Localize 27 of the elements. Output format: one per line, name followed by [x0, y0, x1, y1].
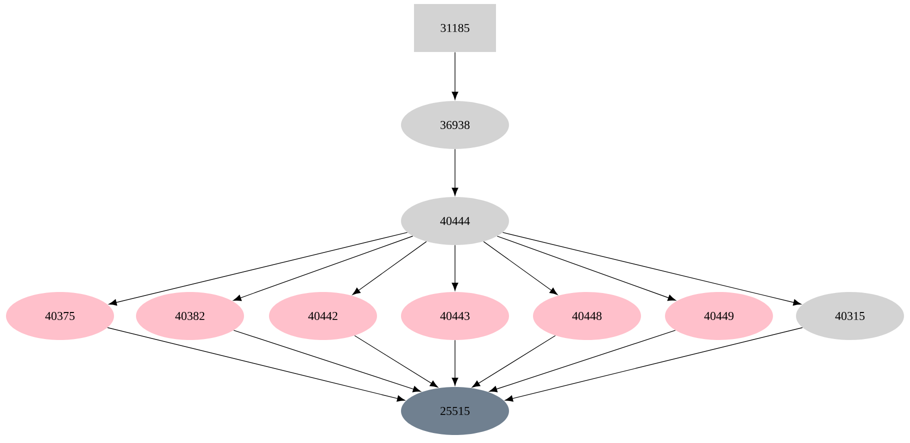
arrow	[452, 340, 458, 386]
arrow	[483, 241, 558, 295]
arrow	[108, 232, 408, 306]
ellipse-node: 40442	[269, 292, 377, 340]
ellipse-node: 40375	[6, 292, 114, 340]
process-box: 31185	[414, 4, 496, 52]
ellipse-node: 40449	[665, 292, 773, 340]
arrow	[502, 232, 802, 306]
ellipse-node: 25515	[401, 386, 509, 435]
ellipse-node: 40382	[136, 292, 244, 340]
arrow	[107, 327, 406, 402]
arrow	[233, 330, 421, 392]
arrow	[233, 236, 414, 301]
arrow	[352, 241, 427, 295]
arrow	[496, 236, 676, 301]
ellipse-node: 40448	[533, 292, 641, 340]
arrow	[489, 330, 676, 392]
arrow	[452, 244, 458, 291]
arrow	[452, 148, 458, 196]
arrow	[472, 335, 556, 388]
ellipse-node: 40444	[401, 197, 509, 245]
arrow	[504, 327, 803, 402]
arrow	[354, 335, 438, 388]
ellipse-node: 40443	[401, 292, 509, 340]
arrow	[452, 52, 458, 100]
ellipse-node: 36938	[401, 101, 509, 149]
ellipse-node: 40315	[796, 292, 904, 340]
